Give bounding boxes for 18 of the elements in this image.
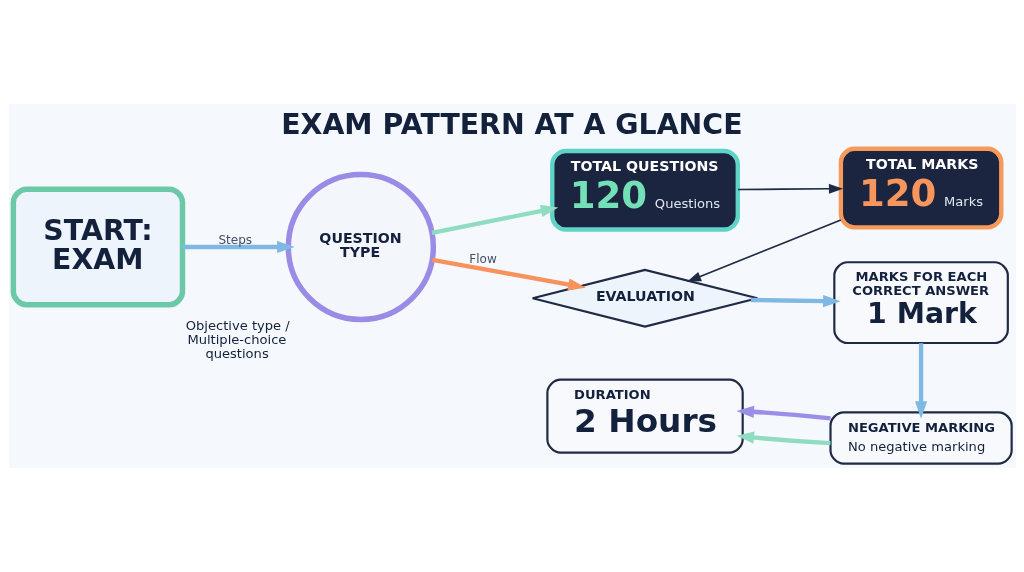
arrow <box>182 240 295 254</box>
diagram-title: EXAM PATTERN AT A GLANCE <box>280 108 743 142</box>
arrow <box>914 343 927 419</box>
edge-label: Flow <box>468 252 497 267</box>
node-box: DURATION 2 Hours <box>545 378 744 454</box>
arrow <box>735 405 831 421</box>
edge-label: Steps <box>217 232 252 247</box>
node-box: NEGATIVE MARKING No negative marking <box>828 411 1013 465</box>
node-box: TOTAL MARKS 120 Marks <box>838 146 1003 230</box>
arrow <box>686 219 842 282</box>
arrow <box>431 257 586 291</box>
node-box: MARKS FOR EACH CORRECT ANSWER 1 Mark <box>832 261 1009 345</box>
node-box: TOTAL QUESTIONS 120 Questions <box>549 148 740 232</box>
arrow <box>736 431 831 446</box>
node-box: START: EXAM <box>10 186 185 308</box>
arrow <box>431 204 558 236</box>
arrow <box>736 183 843 194</box>
arrow <box>750 294 841 308</box>
